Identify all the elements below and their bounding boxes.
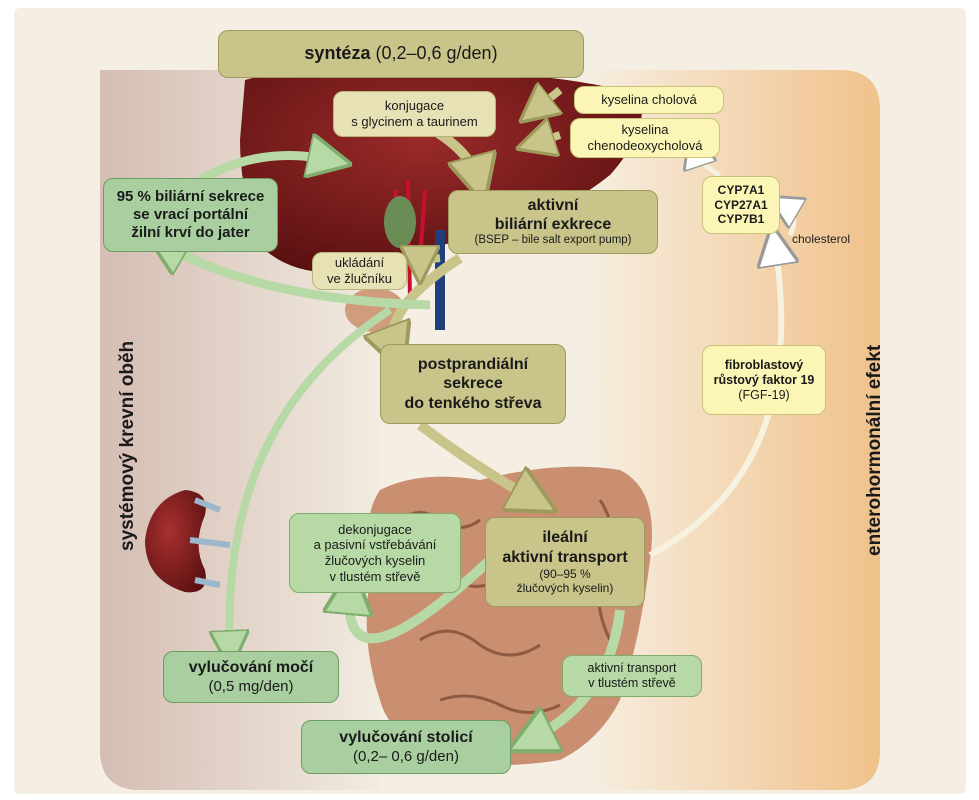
arrow-fgf19-feedback — [648, 245, 781, 558]
portal-return-line-3: žilní krví do jater — [131, 224, 250, 241]
conjugation-box: konjugace s glycinem a taurinem — [333, 91, 496, 137]
urine-line-2: (0,5 mg/den) — [208, 677, 294, 695]
portal-return-box: 95 % biliární sekrece se vrací portální … — [103, 178, 278, 252]
arrow-return-to-liver — [197, 156, 330, 184]
synthesis-bold: syntéza — [304, 43, 371, 64]
ileal-line-2: aktivní transport — [502, 548, 628, 566]
cdca-line-1: kyselina — [621, 122, 669, 138]
stool-line-2: (0,2– 0,6 g/den) — [353, 747, 459, 765]
urine-box: vylučování močí (0,5 mg/den) — [163, 651, 339, 703]
postprandial-line-1: postprandiální — [417, 356, 529, 374]
arrow-to-urine — [229, 306, 393, 650]
colon-transport-box: aktivní transport v tlustém střevě — [562, 655, 702, 697]
postprandial-line-2: sekrece — [443, 375, 503, 393]
enterohormonal-band — [600, 70, 880, 790]
synthesis-box: syntéza (0,2–0,6 g/den) — [218, 30, 584, 78]
stool-line-1: vylučování stolicí — [339, 729, 473, 747]
portal-return-line-2: se vrací portální — [132, 206, 249, 223]
arrow-postprandial-to-ileal — [417, 420, 535, 500]
conjugation-line-2: s glycinem a taurinem — [351, 114, 478, 129]
active-biliary-box: aktivní biliární exkrece (BSEP – bile sa… — [448, 190, 658, 254]
urine-line-1: vylučování močí — [188, 659, 314, 677]
synthesis-rest: (0,2–0,6 g/den) — [370, 43, 498, 64]
cholic-acid-box: kyselina cholová — [574, 86, 724, 114]
enzyme-cyp7a1: CYP7A1 — [717, 183, 765, 198]
active-biliary-line-1: aktivní — [527, 196, 579, 214]
deconjugation-line-3: žlučových kyselin — [324, 553, 426, 568]
cdca-box: kyselina chenodeoxycholová — [570, 118, 720, 158]
ileal-line-3: (90–95 % — [539, 566, 591, 581]
storage-line-1: ukládání — [334, 255, 385, 271]
gallbladder — [384, 196, 416, 248]
fgf19-line-1: fibroblastový — [724, 357, 804, 372]
arrow-cholesterol — [783, 205, 794, 237]
deconjugation-line-1: dekonjugace — [338, 521, 412, 537]
cholesterol-label: cholesterol — [792, 232, 851, 246]
active-biliary-line-3: (BSEP – bile salt export pump) — [474, 234, 632, 247]
cdca-line-2: chenodeoxycholová — [587, 138, 703, 153]
arrow-biliary-to-storage — [420, 258, 441, 265]
portal-return-line-1: 95 % biliární sekrece — [116, 188, 265, 205]
storage-line-2: ve žlučníku — [326, 271, 393, 286]
fgf19-line-3: (FGF-19) — [738, 387, 790, 402]
left-side-label: systémový krevní oběh — [117, 340, 138, 551]
arrow-cholic-acid — [535, 90, 560, 110]
stool-box: vylučování stolicí (0,2– 0,6 g/den) — [301, 720, 511, 774]
enzymes-box: CYP7A1 CYP27A1 CYP7B1 — [702, 176, 780, 234]
enzyme-cyp7b1: CYP7B1 — [717, 212, 765, 227]
arrow-return-portal — [165, 245, 431, 310]
deconjugation-line-2: a pasivní vstřebávání — [313, 537, 437, 553]
enzyme-cyp27a1: CYP27A1 — [714, 197, 768, 212]
colon-transport-line-2: v tlustém střevě — [588, 676, 676, 690]
fgf19-line-2: růstový faktor 19 — [713, 372, 815, 387]
conjugation-line-1: konjugace — [384, 98, 445, 114]
postprandial-line-3: do tenkého střeva — [404, 394, 542, 412]
ileal-line-1: ileální — [542, 529, 588, 547]
renal-vessels — [189, 497, 231, 588]
right-side-label: enterohormonální efekt — [864, 344, 885, 556]
cholic-acid-label: kyselina cholová — [601, 92, 697, 108]
arrow-cdca — [535, 135, 562, 143]
deconjugation-box: dekonjugace a pasivní vstřebávání žlučov… — [289, 513, 461, 593]
deconjugation-line-4: v tlustém střevě — [329, 568, 421, 584]
fgf19-box: fibroblastový růstový faktor 19 (FGF-19) — [702, 345, 826, 415]
kidney — [145, 490, 206, 593]
active-biliary-line-2: biliární exkrece — [494, 216, 612, 234]
storage-box: ukládání ve žlučníku — [312, 252, 407, 290]
colon-transport-line-1: aktivní transport — [587, 661, 677, 675]
postprandial-box: postprandiální sekrece do tenkého střeva — [380, 344, 566, 424]
ileal-line-4: žlučových kyselin) — [516, 581, 614, 596]
ileal-box: ileální aktivní transport (90–95 % žlučo… — [485, 517, 645, 607]
